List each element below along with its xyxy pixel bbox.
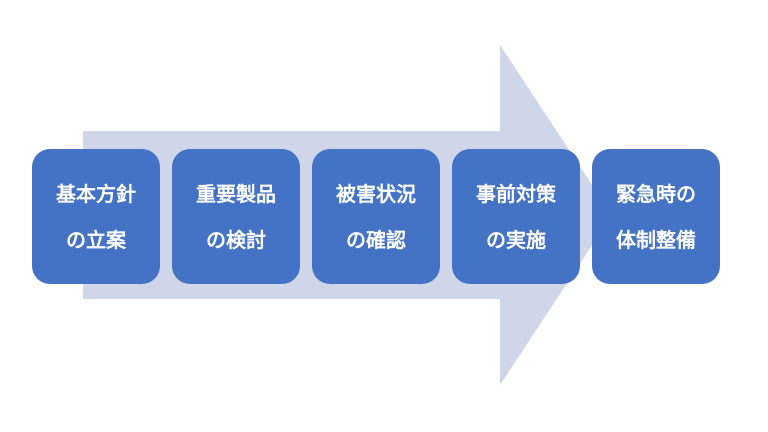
step-box-5: 緊急時の 体制整備 [592, 149, 720, 284]
step-label-line2: の確認 [346, 227, 406, 252]
step-label-line2: の実施 [486, 227, 546, 252]
step-label-line2: の検討 [206, 227, 266, 252]
step-box-2: 重要製品 の検討 [172, 149, 300, 284]
step-box-3: 被害状況 の確認 [312, 149, 440, 284]
step-label-line1: 重要製品 [196, 181, 276, 206]
step-box-1: 基本方針 の立案 [32, 149, 160, 284]
step-label-line1: 緊急時の [616, 181, 696, 206]
step-label-line1: 被害状況 [336, 181, 416, 206]
step-label-line1: 事前対策 [476, 181, 556, 206]
step-label-line1: 基本方針 [56, 181, 136, 206]
step-label-line2: の立案 [66, 227, 126, 252]
step-box-4: 事前対策 の実施 [452, 149, 580, 284]
step-label-line2: 体制整備 [616, 227, 696, 252]
